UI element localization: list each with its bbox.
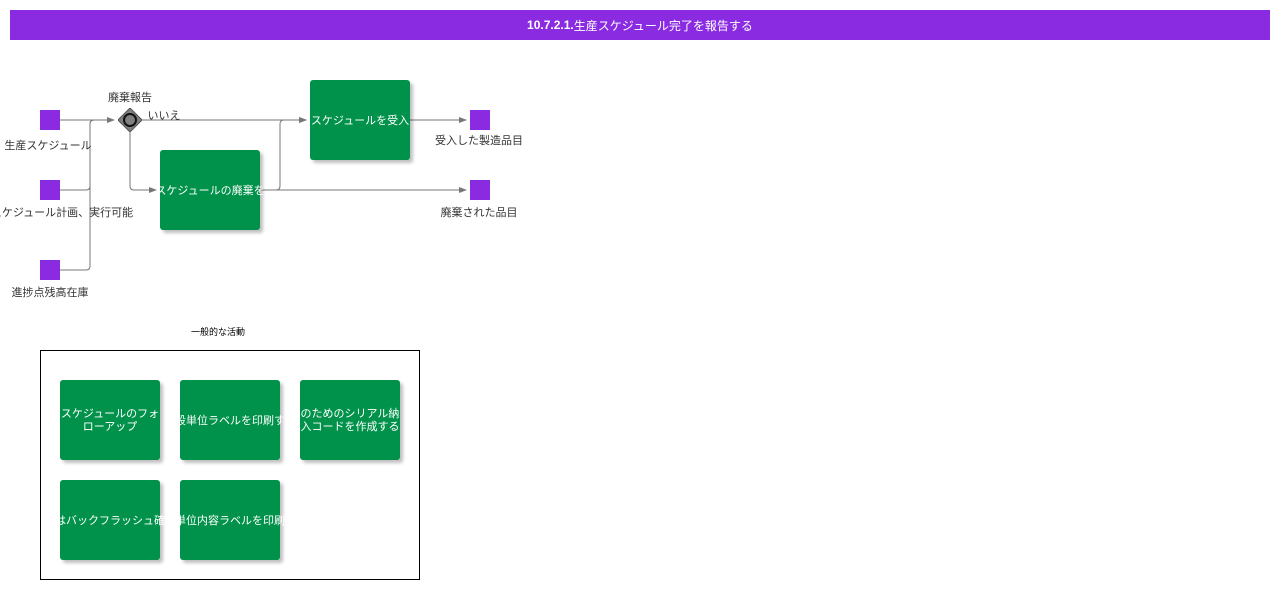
- input-label-3: 進捗点残高在庫: [11, 286, 89, 299]
- flow-input3-to-gateway: [60, 119, 114, 271]
- output-data-object-1[interactable]: [470, 110, 490, 130]
- input-label-2: スケジュール計画、実行可能: [0, 206, 134, 219]
- input-data-object-3[interactable]: [40, 260, 60, 280]
- group-activity-4-label: はバックフラッシュ確: [55, 513, 165, 527]
- gateway-label: 廃棄報告: [108, 91, 152, 104]
- gateway-no-label: いいえ: [147, 109, 181, 122]
- general-activities-group: [40, 350, 420, 580]
- group-activity-2[interactable]: 段単位ラベルを印刷す: [175, 380, 285, 460]
- group-activity-2-label: 段単位ラベルを印刷す: [175, 413, 285, 427]
- group-activity-4[interactable]: はバックフラッシュ確: [55, 480, 165, 560]
- output-data-object-2[interactable]: [470, 180, 490, 200]
- group-activity-5[interactable]: 単位内容ラベルを印刷: [175, 480, 285, 560]
- exclusive-gateway-icon[interactable]: [118, 108, 142, 132]
- output-label-2: 廃棄された品目: [440, 206, 518, 219]
- activity-scrap-schedule[interactable]: スケジュールの廃棄を: [155, 150, 265, 230]
- flow-input2-to-gateway: [60, 119, 114, 191]
- group-activity-5-label: 単位内容ラベルを印刷: [175, 513, 285, 527]
- group-activity-1-label: スケジュールのフォローアップ: [60, 407, 160, 433]
- diagram-code: 10.7.2.1.: [527, 18, 574, 32]
- diagram-title: 生産スケジュール完了を報告する: [573, 18, 753, 33]
- group-activity-1[interactable]: スケジュールのフォローアップ: [60, 380, 160, 460]
- diagram-title-bar: 10.7.2.1.生産スケジュール完了を報告する: [10, 10, 1270, 40]
- flow-scrap-to-receive: [260, 117, 307, 191]
- input-data-object-2[interactable]: [40, 180, 60, 200]
- input-data-object-1[interactable]: [40, 110, 60, 130]
- activity-receive-label: スケジュールを受入: [310, 113, 410, 127]
- output-label-1: 受入した製造品目: [435, 134, 523, 147]
- flow-gateway-to-scrap: [129, 132, 157, 193]
- activity-receive-schedule[interactable]: スケジュールを受入: [310, 80, 410, 160]
- group-activity-3[interactable]: のためのシリアル納入コードを作成する: [300, 380, 400, 460]
- activity-scrap-label: スケジュールの廃棄を: [155, 183, 265, 197]
- group-activity-3-label: のためのシリアル納入コードを作成する: [300, 407, 400, 433]
- input-label-1: 生産スケジュール: [4, 139, 92, 152]
- group-title: 一般的な活動: [191, 328, 246, 338]
